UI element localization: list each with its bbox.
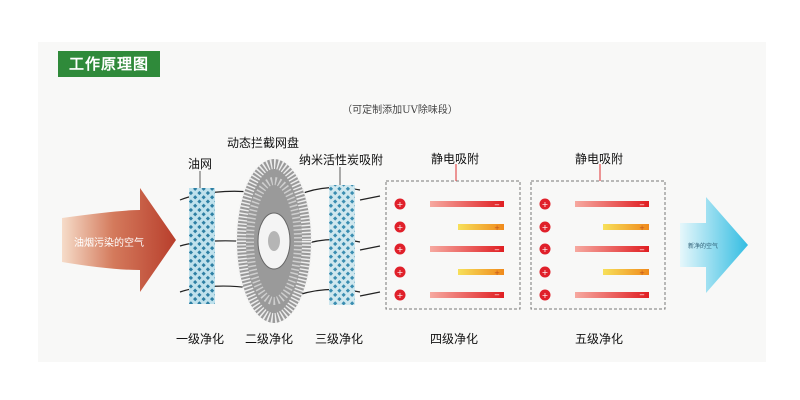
diagram-title: 工作原理图 (58, 51, 160, 77)
svg-text:+: + (542, 245, 549, 254)
positive-electrode (394, 243, 406, 255)
negative-plate (575, 246, 649, 252)
label-electrostatic-2: 静电吸附 (575, 152, 624, 166)
svg-text:+: + (494, 224, 500, 232)
positive-electrode (394, 198, 406, 210)
positive-plate (603, 269, 649, 275)
svg-text:+: + (397, 200, 404, 209)
oil-net-filter (189, 188, 215, 304)
positive-plate (603, 224, 649, 230)
svg-text:+: + (397, 223, 404, 232)
svg-text:−: − (639, 201, 645, 209)
positive-electrode (394, 266, 406, 278)
input-air-label: 油烟污染的空气 (74, 238, 144, 249)
positive-electrode (394, 289, 406, 301)
output-air-arrow (680, 197, 748, 293)
svg-text:+: + (397, 268, 404, 277)
svg-text:−: − (494, 246, 500, 254)
svg-text:+: + (397, 245, 404, 254)
plates-box-2: + + + + + (539, 198, 649, 301)
stage-2-label: 二级净化 (245, 332, 294, 346)
svg-text:+: + (542, 223, 549, 232)
label-electrostatic-1: 静电吸附 (431, 152, 480, 166)
electrostatic-box-1 (385, 180, 521, 310)
negative-plate (430, 201, 504, 207)
subtitle: （可定制添加UV除味段） (342, 105, 458, 116)
label-oil-net: 油网 (188, 157, 213, 171)
stage-3-label: 三级净化 (315, 332, 364, 346)
stage-4-label: 四级净化 (430, 332, 479, 346)
plates-box-1: + + + + + (394, 198, 504, 301)
svg-text:−: − (639, 246, 645, 254)
positive-electrode (539, 266, 551, 278)
positive-plate (458, 224, 504, 230)
svg-text:+: + (494, 269, 500, 277)
svg-text:+: + (639, 269, 645, 277)
plate-signs: − + − + − − + − + − (494, 201, 645, 299)
output-air-label: 新净的空气 (688, 243, 719, 250)
svg-text:−: − (494, 201, 500, 209)
stage-5-label: 五级净化 (575, 332, 624, 346)
negative-plate (430, 292, 504, 298)
svg-text:+: + (542, 200, 549, 209)
negative-plate (430, 246, 504, 252)
negative-plate (575, 201, 649, 207)
stage-1-label: 一级净化 (176, 332, 225, 346)
positive-electrode (539, 221, 551, 233)
svg-text:+: + (542, 291, 549, 300)
positive-electrode (539, 243, 551, 255)
positive-electrode (539, 289, 551, 301)
positive-plate (458, 269, 504, 275)
label-leaders (455, 164, 601, 181)
svg-text:+: + (639, 224, 645, 232)
positive-electrode (394, 221, 406, 233)
negative-plate (575, 292, 649, 298)
svg-text:−: − (494, 291, 500, 299)
label-nano-carbon: 纳米活性炭吸附 (299, 153, 384, 167)
svg-text:−: − (639, 291, 645, 299)
svg-text:+: + (397, 291, 404, 300)
intercept-disc (236, 159, 312, 323)
input-air-arrow (62, 188, 176, 292)
electrostatic-box-2 (530, 180, 666, 310)
nano-carbon-filter (329, 185, 355, 305)
svg-text:+: + (542, 268, 549, 277)
label-intercept-disc: 动态拦截网盘 (227, 136, 300, 150)
positive-electrode (539, 198, 551, 210)
